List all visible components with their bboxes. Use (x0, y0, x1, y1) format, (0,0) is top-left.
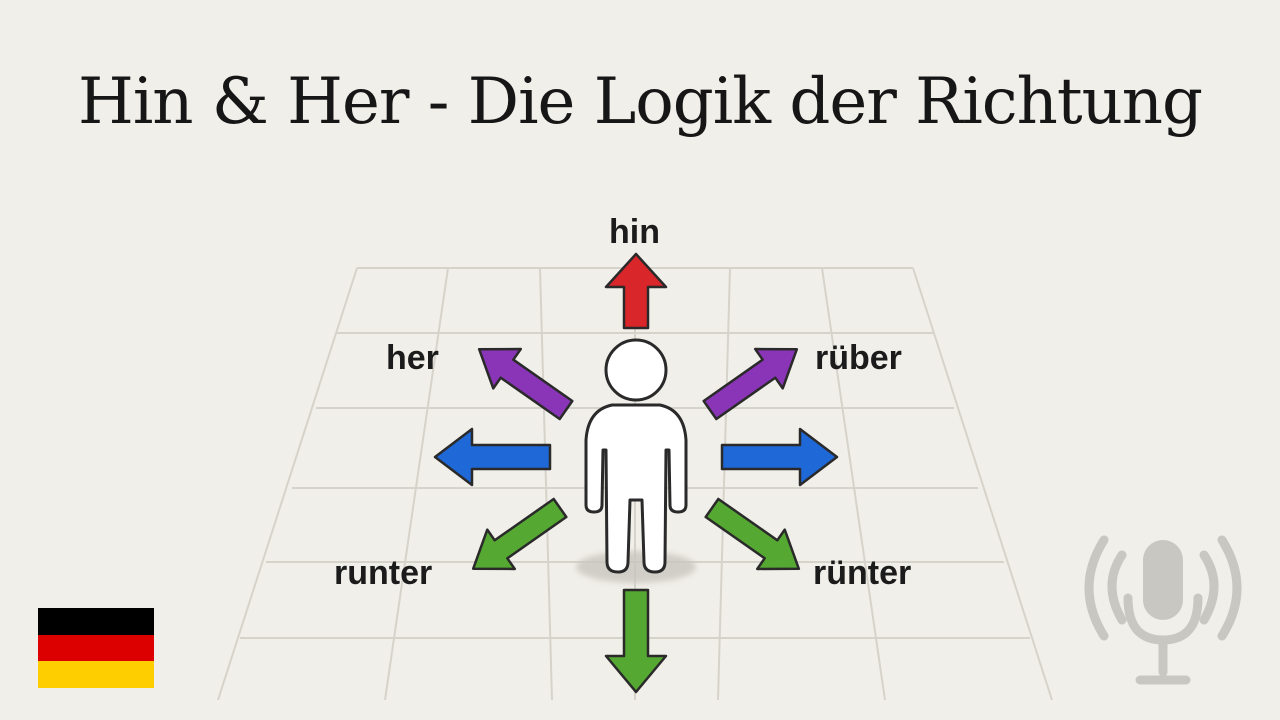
label-runter: runter (334, 554, 433, 592)
arrow-lower-left-runter (471, 497, 568, 571)
person-icon (584, 338, 688, 574)
flag-stripe-red (38, 634, 154, 662)
arrow-left (433, 427, 552, 487)
arrow-right (720, 427, 839, 487)
arrow-upper-right-rueber (702, 347, 799, 421)
arrow-upper-left-her (477, 347, 574, 421)
german-flag-icon (38, 608, 154, 689)
arrow-lower-right-ruenter (704, 497, 801, 571)
microphone-icon (1084, 535, 1242, 685)
label-hin: hin (609, 213, 660, 251)
person-shadow (576, 551, 696, 583)
flag-stripe-black (38, 608, 154, 635)
arrow-up-hin (604, 252, 668, 330)
flag-stripe-gold (38, 661, 154, 689)
label-ruenter: rünter (813, 554, 912, 592)
arrow-down (604, 588, 668, 694)
page-title: Hin & Her - Die Logik der Richtung (78, 65, 1203, 139)
label-rueber: rüber (815, 339, 902, 377)
label-her: her (386, 339, 439, 377)
